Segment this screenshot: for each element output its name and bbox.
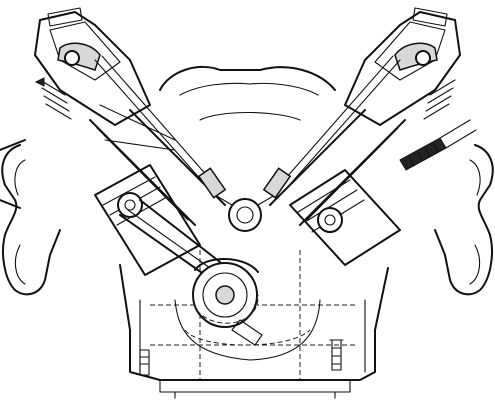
- valley-cover: [159, 65, 336, 121]
- left-piston-icon: [94, 164, 201, 276]
- oil-pan-icon: [174, 299, 321, 361]
- camshaft-icon: [197, 167, 292, 232]
- engine-block: [119, 250, 389, 399]
- left-pushrod: [94, 55, 217, 191]
- right-cylinder-head-icon: [344, 7, 461, 126]
- right-exhaust-manifold-icon: [434, 144, 494, 296]
- spark-plug-icon: [399, 119, 477, 171]
- right-pushrod: [278, 55, 401, 191]
- left-exhaust-manifold-icon: [0, 139, 61, 296]
- connecting-rod-icon: [119, 199, 221, 276]
- left-cylinder-head-icon: [34, 7, 151, 126]
- right-piston-icon: [289, 169, 401, 266]
- crankshaft-icon: [192, 258, 263, 346]
- right-cylinder-bank: [269, 109, 406, 226]
